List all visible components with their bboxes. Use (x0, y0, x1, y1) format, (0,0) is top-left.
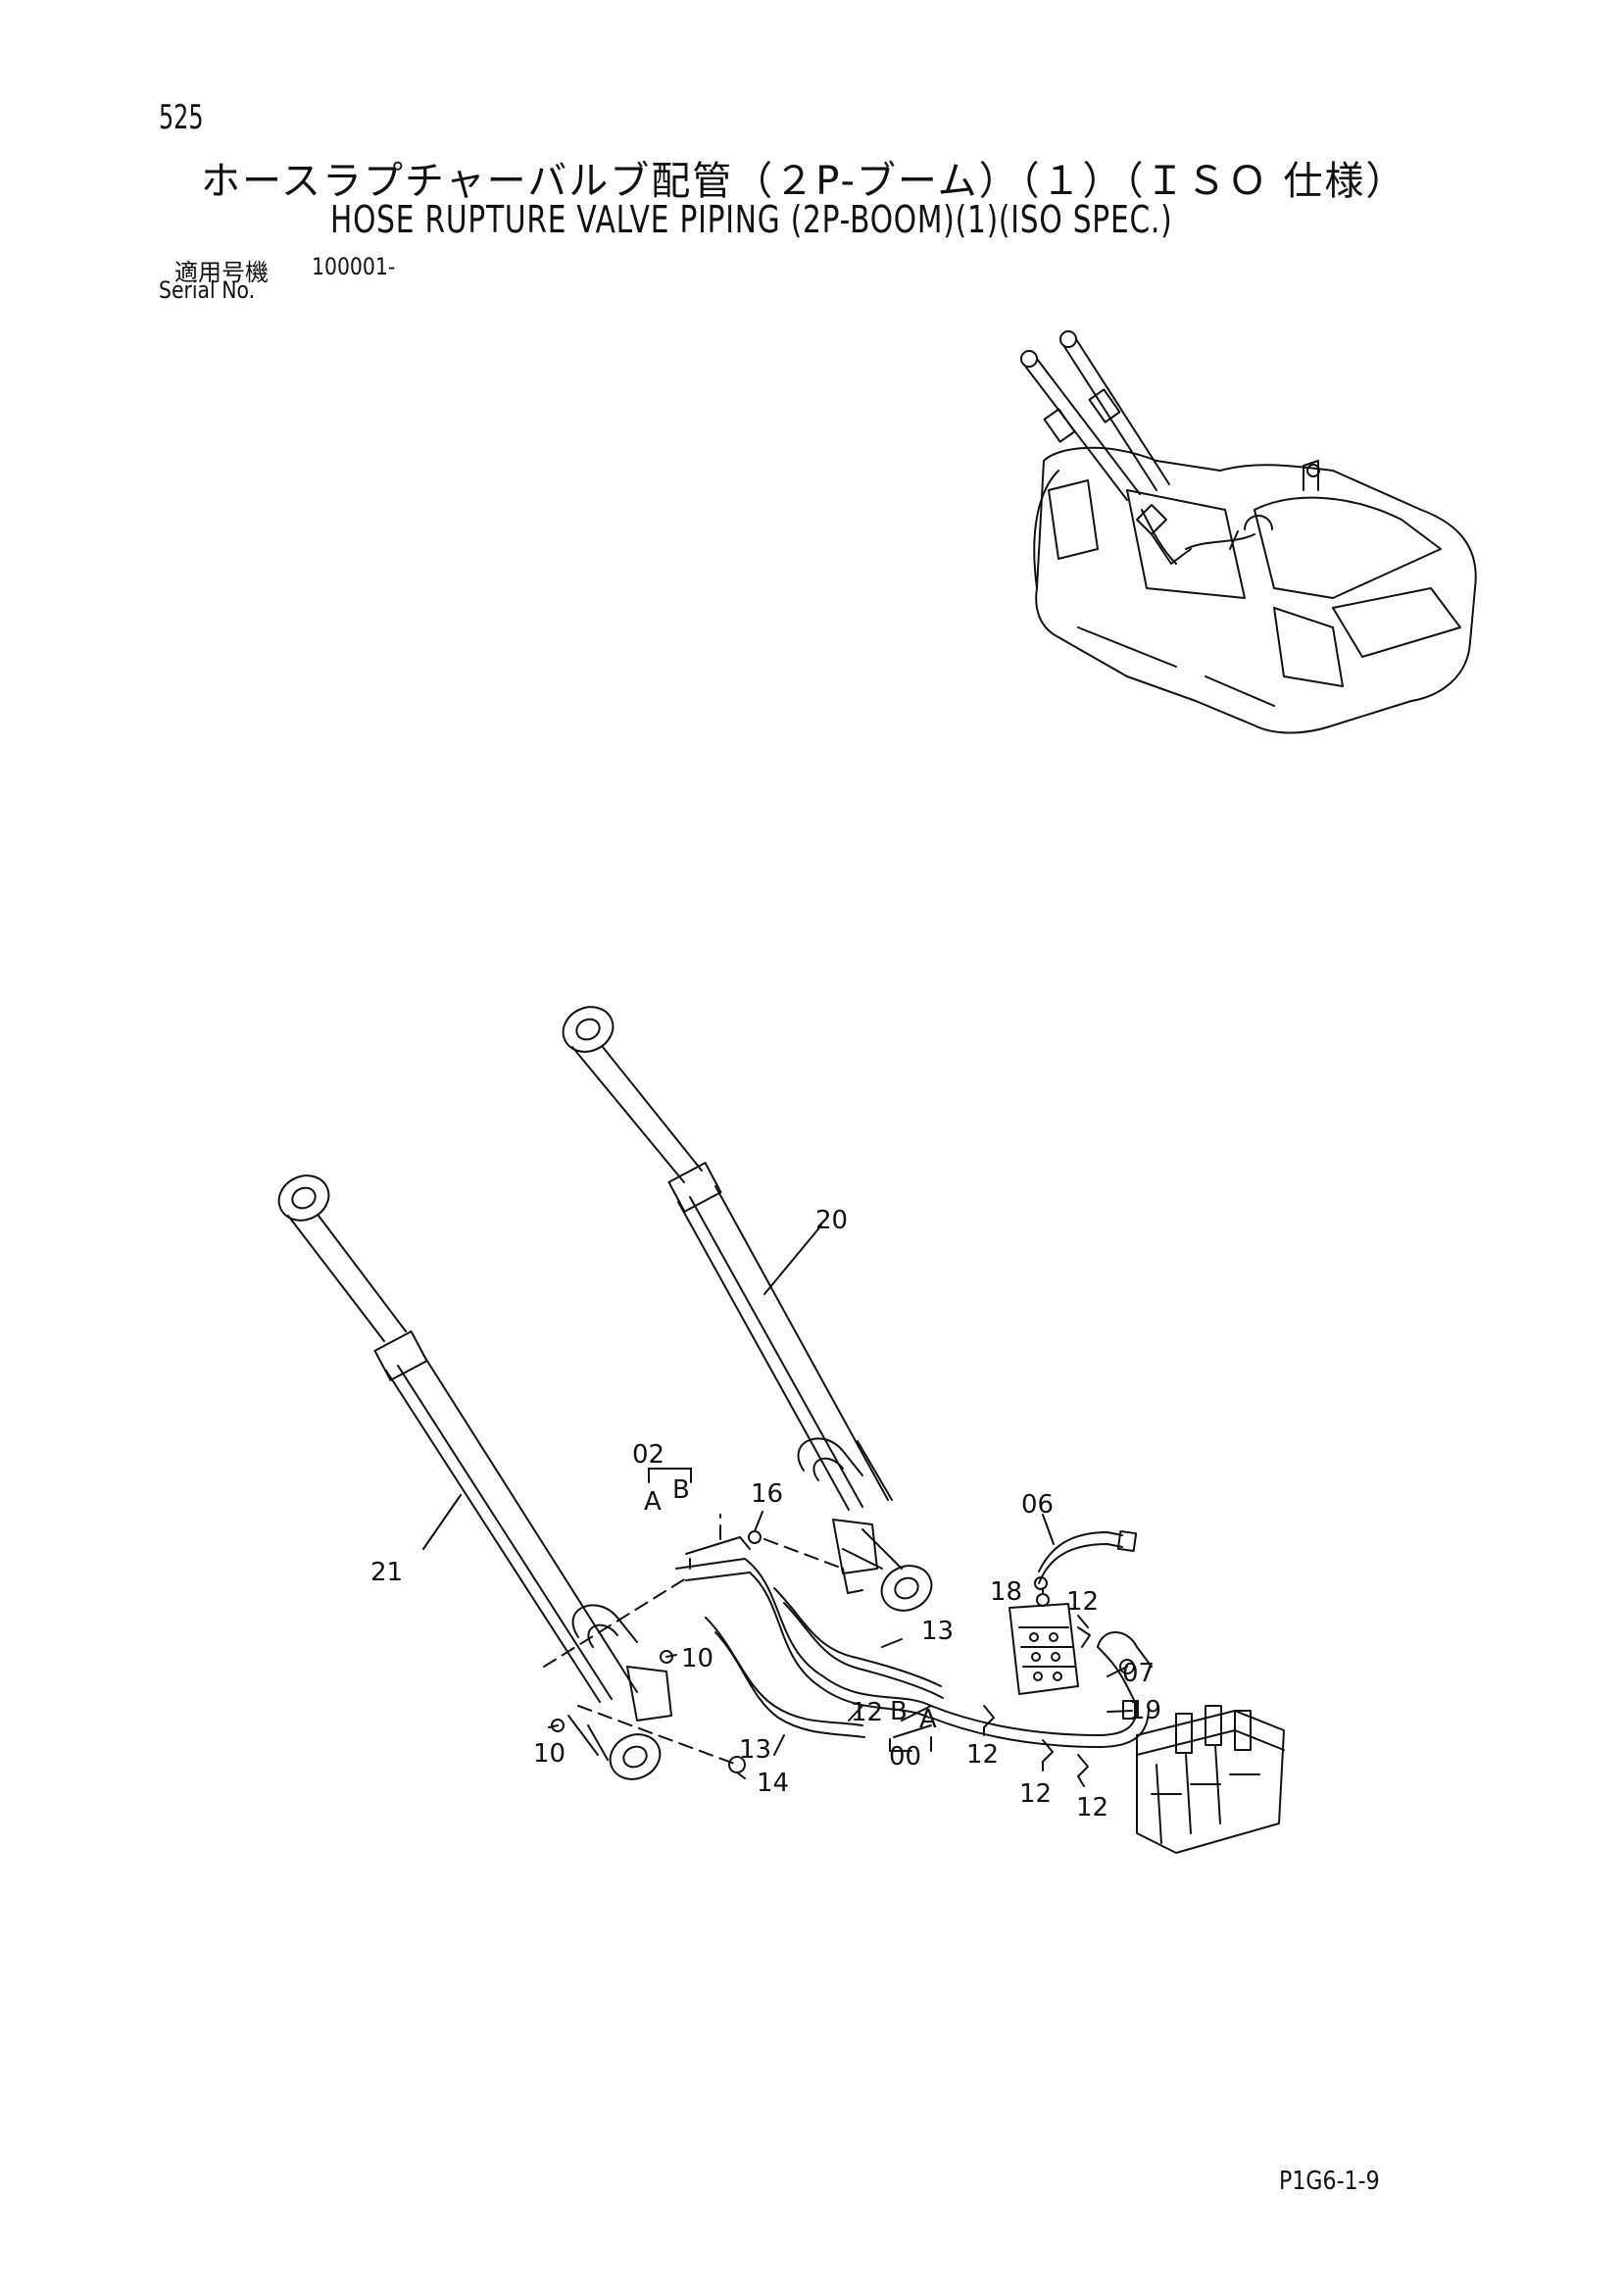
callout-18: 18 (990, 1577, 1022, 1607)
callout-06: 06 (1021, 1490, 1054, 1520)
callout-leader-lines (422, 1224, 1133, 1787)
callout-12-c: 12 (1076, 1793, 1108, 1822)
callout-14: 14 (757, 1769, 789, 1798)
page-number: 525 (159, 98, 204, 137)
boom-cylinder-left (277, 1174, 672, 1780)
callout-19: 19 (1129, 1696, 1161, 1725)
callout-12-upper: 12 (1066, 1587, 1099, 1617)
callout-labels: 20 21 02 A B 16 06 18 12 13 07 19 10 10 … (370, 1206, 1161, 1822)
callout-10-right: 10 (681, 1644, 713, 1673)
pilot-valve-block (1008, 1603, 1079, 1695)
callout-a-upper: A (644, 1487, 662, 1517)
callout-12-a: 12 (966, 1740, 999, 1770)
callout-12-center: 12 (851, 1698, 883, 1727)
callout-00: 00 (889, 1742, 921, 1772)
callout-a-lower: A (919, 1705, 937, 1734)
callout-21: 21 (370, 1558, 403, 1587)
page-code: P1G6-1-9 (1279, 2167, 1380, 2196)
callout-02: 02 (632, 1440, 664, 1470)
callout-10-left: 10 (533, 1739, 566, 1769)
serial-label-english: Serial No. (159, 276, 256, 304)
callout-07: 07 (1122, 1659, 1155, 1688)
callout-20: 20 (815, 1206, 848, 1235)
callout-13-lower: 13 (739, 1735, 771, 1765)
excavator-overview-illustration (1020, 330, 1477, 734)
hose-bundle (675, 1529, 1153, 1777)
callout-b-upper: B (672, 1475, 690, 1505)
page-title-japanese: ホースラプチャーバルブ配管（２P-ブーム）（１）（ＩＳＯ 仕様） (201, 159, 1407, 204)
callout-16: 16 (751, 1479, 783, 1509)
callout-13-upper: 13 (921, 1617, 954, 1646)
callout-b-lower: B (890, 1697, 908, 1726)
boom-cylinder-right (562, 1006, 933, 1612)
connection-dashed-lines (543, 1514, 844, 1766)
serial-number-value: 100001- (312, 253, 396, 280)
control-valve-assembly (1136, 1705, 1285, 1854)
callout-12-b: 12 (1019, 1779, 1052, 1809)
page-title-english: HOSE RUPTURE VALVE PIPING (2P-BOOM)(1)(I… (330, 198, 1173, 241)
serial-label-japanese: 適用号機 (174, 259, 269, 286)
